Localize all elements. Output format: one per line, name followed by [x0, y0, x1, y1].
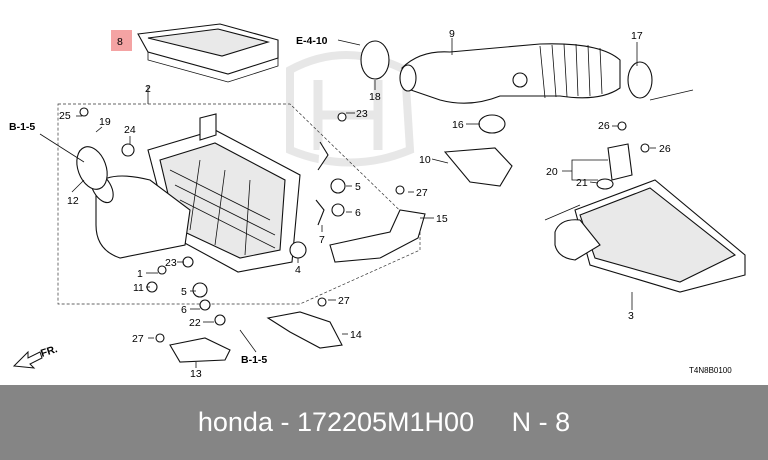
front-indicator-label: FR.	[39, 343, 59, 360]
air-cleaner-cover	[554, 179, 746, 293]
callout-25: 25	[59, 110, 71, 122]
callout-11: 11	[133, 282, 144, 294]
callout-4: 4	[295, 264, 301, 276]
callout-8: 8	[117, 36, 123, 48]
small-clamp	[478, 114, 506, 134]
callout-27: 27	[416, 187, 428, 199]
fasteners	[76, 107, 650, 343]
callout-22: 22	[189, 317, 201, 329]
bracket-bottom	[169, 337, 231, 363]
callout-6b: 6	[181, 304, 187, 316]
callout-5b: 5	[181, 286, 187, 298]
callout-14: 14	[350, 329, 362, 341]
section-ref-b-1-5-bottom: B-1-5	[241, 354, 267, 366]
airflow-sensor	[607, 143, 633, 181]
bracket-lower	[266, 311, 343, 349]
callout-18: 18	[369, 91, 381, 103]
callout-27b: 27	[338, 295, 350, 307]
callout-5: 5	[355, 181, 361, 193]
callout-16: 16	[452, 119, 464, 131]
callout-1: 1	[137, 268, 143, 280]
hose-clamp	[360, 40, 390, 80]
leader-lines	[39, 38, 694, 368]
caption-bar: honda - 172205M1H00 N - 8	[0, 385, 768, 460]
callout-21: 21	[576, 177, 588, 189]
part-caption: honda - 172205M1H00 N - 8	[197, 407, 571, 437]
callout-23: 23	[356, 108, 368, 120]
callout-3: 3	[628, 310, 634, 322]
callout-23b: 23	[165, 257, 177, 269]
highlighted-part-box	[111, 30, 132, 51]
callout-13: 13	[190, 368, 202, 380]
callout-26: 26	[598, 120, 610, 132]
honda-watermark	[286, 51, 415, 167]
section-ref-b-1-5-left: B-1-5	[9, 121, 35, 133]
callout-10: 10	[419, 154, 431, 166]
intake-tube	[399, 43, 621, 104]
callout-7: 7	[319, 234, 325, 246]
air-filter-element	[137, 23, 279, 83]
callout-9: 9	[449, 28, 455, 40]
callout-27c: 27	[132, 333, 144, 345]
section-ref-e-4-10: E-4-10	[296, 35, 328, 47]
diagram-canvas: 8 2 9 17 18 23 16 10 26 26 20 21 25 19 2…	[9, 23, 746, 380]
callout-26b: 26	[659, 143, 671, 155]
assembly-outline	[57, 103, 421, 305]
callout-6: 6	[355, 207, 361, 219]
o-ring	[596, 178, 614, 190]
front-arrow: FR.	[12, 343, 59, 369]
callout-17: 17	[631, 30, 643, 42]
callout-24: 24	[124, 124, 136, 136]
callout-15: 15	[436, 213, 448, 225]
bracket-upper	[329, 209, 426, 263]
hose-clamp-large	[627, 61, 653, 99]
callout-2: 2	[145, 83, 151, 95]
resonator	[443, 147, 513, 187]
parts-diagram: 8 2 9 17 18 23 16 10 26 26 20 21 25 19 2…	[9, 23, 746, 380]
drawing-code: T4N8B0100	[689, 366, 732, 375]
callout-labels: 8 2 9 17 18 23 16 10 26 26 20 21 25 19 2…	[59, 28, 671, 380]
callout-20: 20	[546, 166, 558, 178]
callout-12: 12	[67, 195, 79, 207]
callout-19: 19	[99, 116, 111, 128]
